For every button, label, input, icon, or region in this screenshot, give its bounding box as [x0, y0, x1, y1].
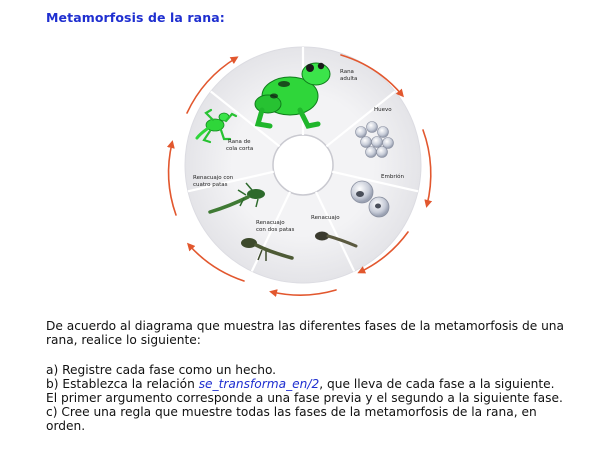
tadpole-four-legs-illustration: [208, 182, 265, 214]
intro-line-1: De acuerdo al diagrama que muestra las d…: [46, 319, 564, 333]
stage-label-short-tail-1: Rana de: [228, 139, 251, 145]
cycle-arrows: [166, 54, 433, 297]
task-c-line-1: c) Cree una regla que muestre todas las …: [46, 405, 537, 419]
stage-label-adult-1: Rana: [340, 69, 354, 75]
intro-paragraph: De acuerdo al diagrama que muestra las d…: [46, 319, 566, 347]
short-tail-frog-illustration: [195, 108, 238, 144]
task-b-prefix: b) Establezca la relación: [46, 377, 199, 391]
metamorphosis-diagram: Rana adulta Huevo Embrión Renacuajo Rena…: [166, 46, 433, 297]
embryo-illustration: [350, 180, 390, 218]
adult-frog-illustration: [254, 62, 331, 129]
task-list: a) Registre cada fase como un hecho. b) …: [46, 363, 566, 433]
task-b-line-2: El primer argumento corresponde a una fa…: [46, 391, 563, 405]
tadpole-illustration: [315, 231, 358, 248]
stage-label-embryo: Embrión: [381, 173, 404, 180]
page-title: Metamorfosis de la rana:: [46, 10, 225, 25]
stage-label-four-legs-1: Renacuajo con: [193, 175, 234, 181]
tadpole-two-legs-illustration: [241, 238, 294, 261]
stage-label-tadpole: Renacuajo: [311, 215, 340, 221]
relation-name: se_transforma_en/2: [198, 377, 320, 391]
task-b-suffix: , que lleva de cada fase a la siguiente.: [319, 377, 555, 391]
task-b: b) Establezca la relación se_transforma_…: [46, 377, 566, 391]
stage-label-two-legs-1: Renacuajo: [256, 220, 285, 226]
egg-cluster-illustration: [355, 121, 394, 158]
stage-label-two-legs-2: con dos patas: [256, 227, 294, 233]
stage-label-four-legs-2: cuatro patas: [193, 182, 228, 188]
stage-label-adult-2: adulta: [340, 76, 357, 82]
stage-label-short-tail-2: cola corta: [226, 146, 253, 152]
intro-line-2: rana, realice lo siguiente:: [46, 333, 201, 347]
task-c-line-2: orden.: [46, 419, 86, 433]
task-a: a) Registre cada fase como un hecho.: [46, 363, 277, 377]
stage-label-egg: Huevo: [374, 107, 392, 113]
